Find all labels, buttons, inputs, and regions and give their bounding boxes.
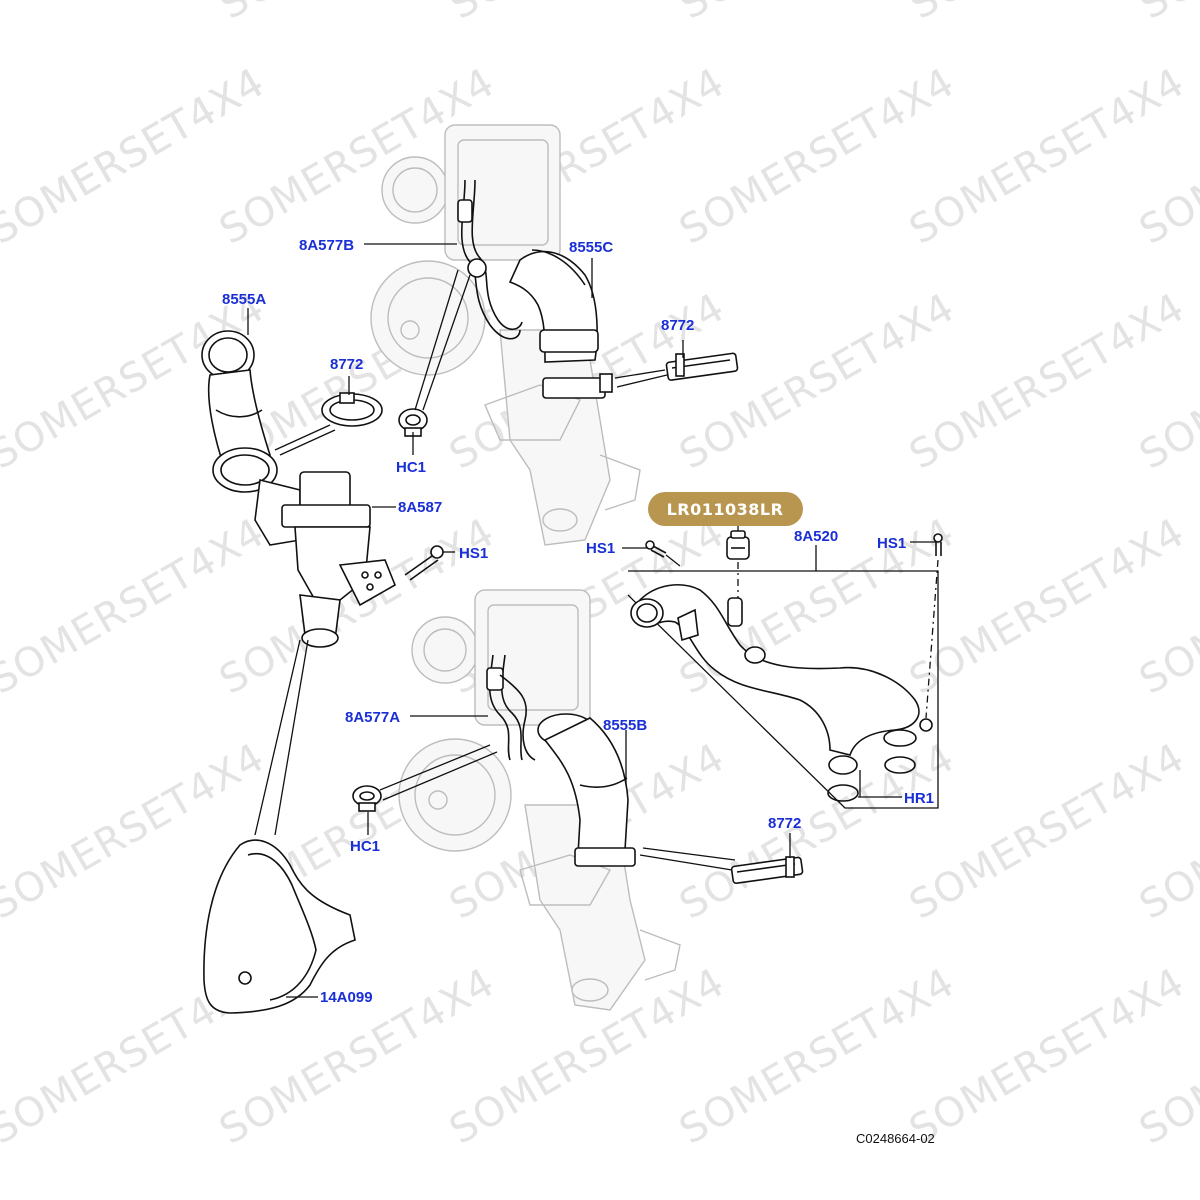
callout-8772-upper-right: 8772: [661, 317, 694, 334]
callout-8A577A: 8A577A: [345, 709, 400, 726]
hoseclip-HC1-upper: [398, 408, 428, 437]
callout-HR1: HR1: [904, 790, 934, 807]
diagram-reference-code: C0248664-02: [856, 1131, 935, 1146]
clip-8772-lower: [730, 856, 804, 885]
callout-8772-lower: 8772: [768, 815, 801, 832]
callout-8555A: 8555A: [222, 291, 266, 308]
callout-HS1-mid: HS1: [586, 540, 615, 557]
callout-8A577B: 8A577B: [299, 237, 354, 254]
hoseclip-HC1-lower: [352, 785, 382, 812]
hose-8A577B: [457, 179, 523, 340]
callout-HS1-right: HS1: [877, 535, 906, 552]
callout-8772-upper-left: 8772: [330, 356, 363, 373]
hose-8555C: [508, 249, 613, 399]
callout-8A520: 8A520: [794, 528, 838, 545]
screw-HS1-mid: [645, 540, 667, 558]
engine-ghost-upper: [370, 124, 641, 546]
callout-HC1-upper: HC1: [396, 459, 426, 476]
hose-8555B: [537, 713, 636, 867]
highlight-badge: LR011038LR: [648, 492, 803, 526]
clip-8772-left: [321, 392, 383, 427]
callout-14A099: 14A099: [320, 989, 373, 1006]
part-LR011038LR: [726, 530, 750, 560]
leader-lines: [247, 243, 939, 998]
pipe-8A520: [627, 570, 939, 809]
callout-HC1-lower: HC1: [350, 838, 380, 855]
callout-HS1-left: HS1: [459, 545, 488, 562]
callout-labels: 8A577B 8555C 8555A 8772 8772 HC1 8A587 H…: [222, 237, 934, 1006]
screw-HS1-left: [404, 545, 444, 581]
clip-8772-upper-right: [665, 352, 739, 381]
oring-HR1: [827, 756, 916, 802]
housing-8A587: [254, 471, 397, 648]
cover-14A099: [203, 839, 356, 1014]
callout-8555C: 8555C: [569, 239, 613, 256]
highlight-badge-label: LR011038LR: [667, 500, 784, 519]
highlight-badge-bg: [648, 492, 803, 526]
callout-8A587: 8A587: [398, 499, 442, 516]
callout-8555B: 8555B: [603, 717, 647, 734]
hose-8A577A: [486, 654, 536, 761]
screw-HS1-right: [933, 533, 943, 556]
